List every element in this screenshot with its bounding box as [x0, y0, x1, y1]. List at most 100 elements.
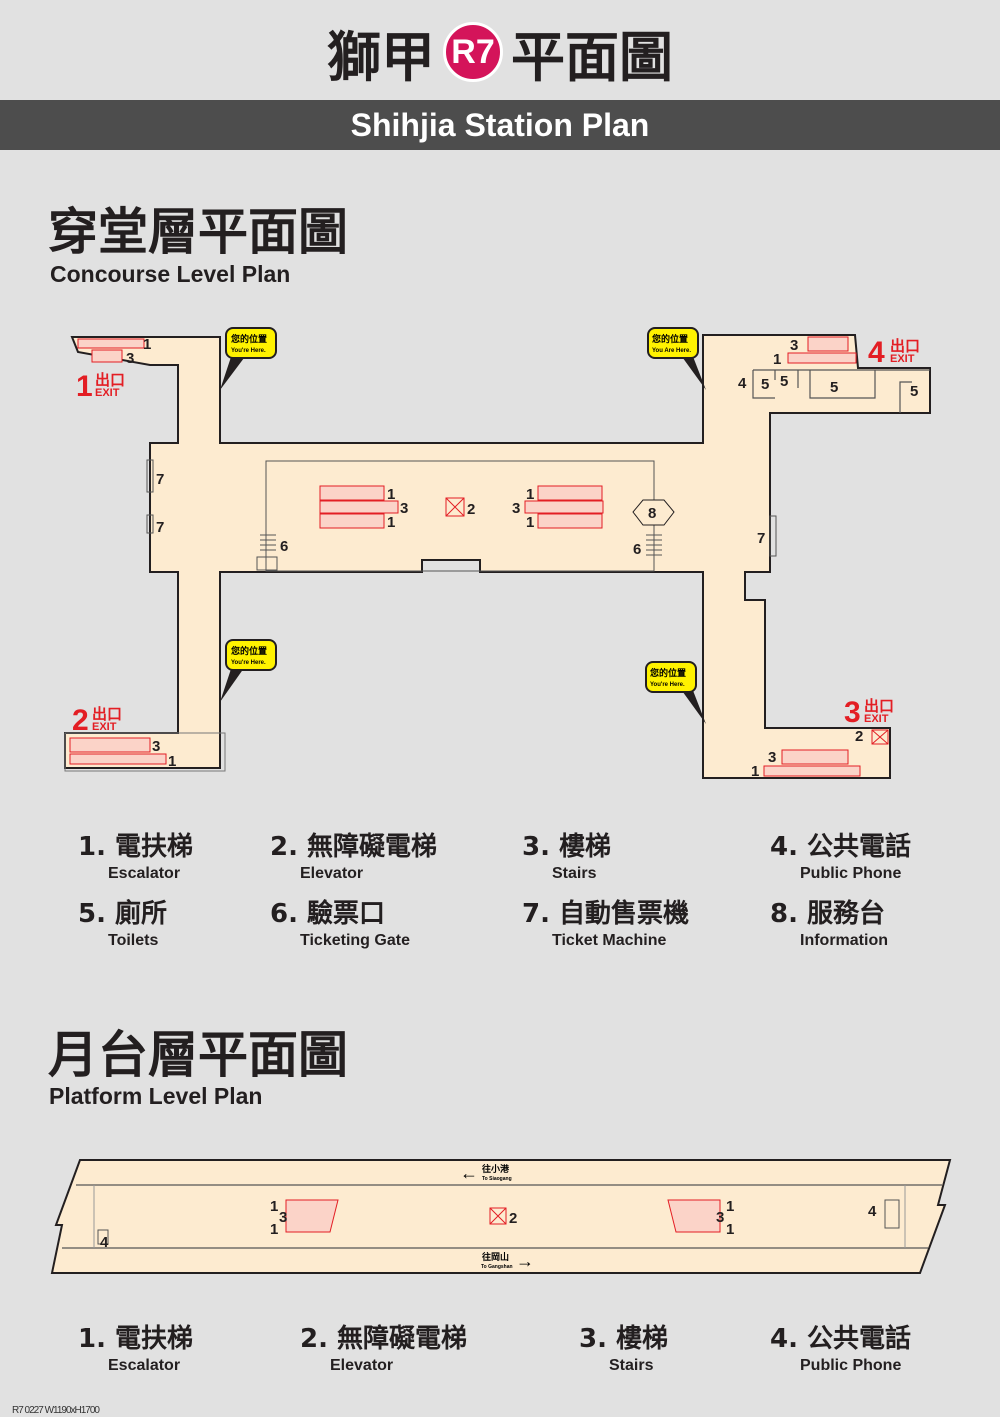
map-label: 1	[387, 514, 395, 531]
map-label: 4	[868, 336, 885, 369]
map-label: 3	[126, 350, 134, 367]
escalator	[285, 1199, 339, 1233]
map-shape	[680, 688, 706, 724]
map-shape	[225, 639, 277, 671]
map-shape	[220, 666, 244, 702]
concourse-title-zh: 穿堂層平面圖	[48, 203, 348, 261]
map-label: 5	[830, 379, 838, 396]
map-label: 您的位置	[231, 645, 267, 656]
ticket-machines-and-gates	[146, 459, 777, 571]
station-name-zh: 獅甲	[327, 25, 435, 89]
map-label: 往岡山	[482, 1251, 509, 1262]
map-label: 您的位置	[650, 667, 686, 678]
you-are-here-bubble: 您的位置 You're Here.	[220, 639, 277, 702]
map-shape	[871, 729, 889, 745]
map-label: 2	[467, 501, 475, 518]
map-label: You're Here.	[231, 660, 266, 666]
elevator-icon	[489, 1207, 507, 1225]
title-bar: Shihjia Station Plan	[0, 100, 1000, 150]
escalator	[667, 1199, 721, 1233]
map-label: 7	[156, 519, 164, 536]
map-shape	[489, 1207, 507, 1225]
map-label: 1	[526, 486, 534, 503]
map-label: You're Here.	[231, 348, 266, 354]
line-station-badge: R7	[443, 22, 503, 82]
map-label: 1	[751, 763, 759, 780]
map-label: 3	[512, 500, 520, 517]
escalator	[69, 753, 167, 765]
map-shape	[256, 556, 278, 571]
elevator-icon	[871, 729, 889, 745]
map-label: 您的位置	[231, 333, 267, 344]
stairs	[807, 336, 849, 352]
map-shape	[752, 369, 930, 413]
map-label: 3	[152, 738, 160, 755]
map-shape	[445, 497, 465, 517]
platform-title-zh: 月台層平面圖	[48, 1026, 348, 1084]
toilet-walls	[752, 369, 930, 413]
map-shape	[645, 661, 697, 693]
map-label: 5	[910, 383, 918, 400]
map-label: 4	[100, 1234, 109, 1251]
map-label: 5	[780, 373, 788, 390]
map-label: EXIT	[890, 353, 915, 365]
map-label: To Gangshan	[481, 1264, 513, 1270]
map-label: 2	[855, 728, 863, 745]
map-label: 3	[790, 337, 798, 354]
print-code: R7 0227 W1190xH1700	[12, 1405, 100, 1416]
map-shape	[680, 354, 706, 390]
stairs	[69, 737, 151, 753]
map-label: 出口	[92, 705, 122, 723]
map-label: 4	[868, 1203, 877, 1220]
map-label: 3	[400, 500, 408, 517]
escalator	[537, 485, 603, 501]
stairs	[91, 349, 123, 363]
map-shape	[220, 354, 244, 390]
map-shape	[64, 732, 226, 772]
platform-floor	[50, 1159, 952, 1274]
escalator	[319, 485, 385, 501]
map-label: EXIT	[864, 713, 889, 725]
map-label: 3	[844, 696, 861, 729]
map-label: 2	[509, 1210, 517, 1227]
escalator	[537, 513, 603, 529]
map-label: 1	[270, 1221, 278, 1238]
map-label: 6	[280, 538, 288, 555]
map-shape	[225, 327, 277, 359]
escalator	[763, 765, 861, 777]
elevator-icon	[445, 497, 465, 517]
escalator	[77, 338, 145, 349]
map-label: 3	[768, 749, 776, 766]
map-label: 往小港	[482, 1163, 510, 1174]
map-label: 1	[526, 514, 534, 531]
phone-icon	[884, 1199, 900, 1229]
you-are-here-bubble: 您的位置 You're Here.	[220, 327, 277, 390]
phone-icon	[97, 1229, 109, 1245]
stairs	[319, 500, 399, 514]
plan-title-zh: 平面圖	[511, 25, 673, 89]
map-label: You're Here.	[650, 682, 685, 688]
map-label: 您的位置	[652, 333, 688, 344]
platform-title-en: Platform Level Plan	[49, 1083, 263, 1109]
map-label: 出口	[864, 697, 894, 715]
